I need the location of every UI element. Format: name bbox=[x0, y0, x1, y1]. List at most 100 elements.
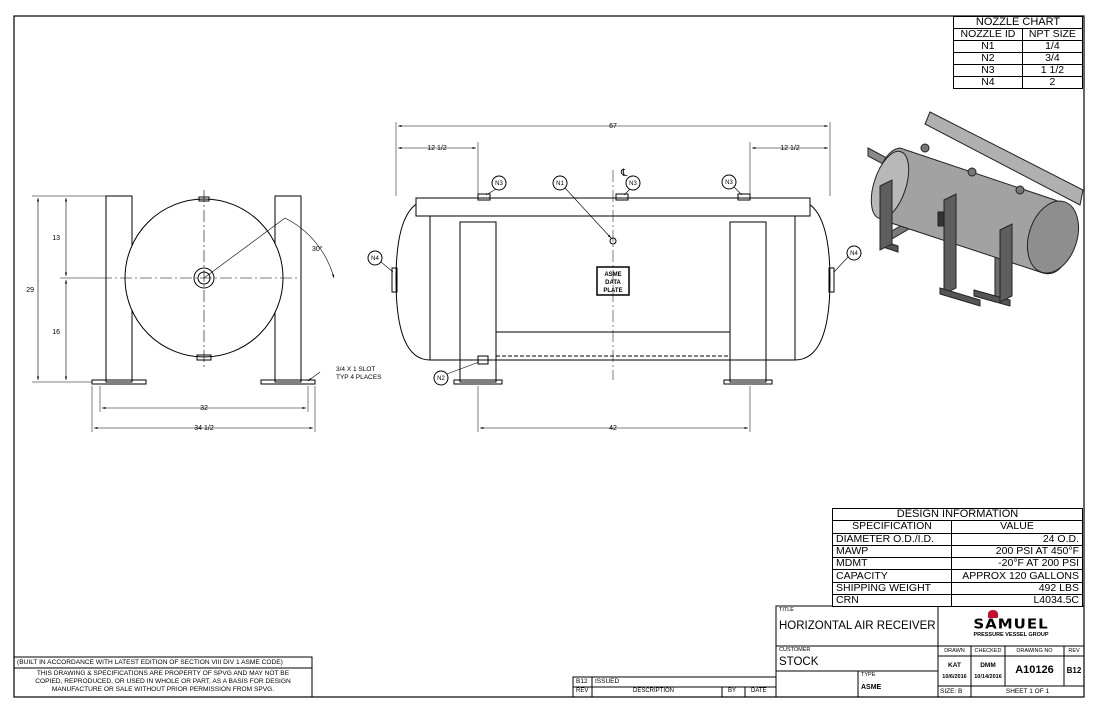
design-information-table: DESIGN INFORMATION SPECIFICATION VALUE D… bbox=[832, 507, 1083, 608]
design-info-title: DESIGN INFORMATION bbox=[832, 507, 1083, 522]
design-spec: MAWP bbox=[832, 544, 952, 559]
property-note-line1: THIS DRAWING & SPECIFICATIONS ARE PROPER… bbox=[36, 670, 290, 677]
revision-header-description: DESCRIPTION bbox=[633, 688, 675, 694]
title-label: TITLE bbox=[779, 607, 794, 613]
asme-plate-line1: ASME bbox=[604, 272, 621, 278]
front-view bbox=[367, 122, 862, 432]
dim-side-height-bottom: 16 bbox=[52, 329, 60, 336]
asme-plate-line2: DATA bbox=[605, 280, 621, 286]
design-spec: SHIPPING WEIGHT bbox=[832, 581, 952, 596]
revision-rev: B12 bbox=[576, 678, 588, 685]
property-note-line2: COPIED, REPRODUCED, OR USED IN WHOLE OR … bbox=[35, 678, 291, 685]
tag-n4-left: N4 bbox=[371, 256, 379, 262]
checked-label: CHECKED bbox=[974, 648, 1002, 654]
tag-n3-right: N3 bbox=[725, 180, 733, 186]
dim-side-angle: 30° bbox=[312, 245, 323, 253]
drawing-title: HORIZONTAL AIR RECEIVER bbox=[779, 620, 936, 632]
revision-description: ISSUED bbox=[595, 678, 620, 685]
design-row: DIAMETER O.D./I.D.24 O.D. bbox=[832, 532, 1083, 546]
drawn-date: 10/6/2016 bbox=[942, 674, 967, 680]
dim-side-height-top: 13 bbox=[52, 235, 60, 242]
type-label: TYPE bbox=[861, 672, 876, 678]
design-row: MDMT-20°F AT 200 PSI bbox=[832, 557, 1083, 571]
isometric-view bbox=[867, 111, 1084, 307]
design-value: 24 O.D. bbox=[951, 532, 1083, 546]
logo-subtitle: PRESSURE VESSEL GROUP bbox=[973, 632, 1049, 638]
revision-block: B12 ISSUED REV DESCRIPTION BY DATE bbox=[573, 677, 776, 697]
rev-label: REV bbox=[1068, 648, 1080, 654]
side-view bbox=[32, 190, 335, 432]
dim-side-width-inner: 32 bbox=[200, 405, 208, 412]
nozzle-chart-header-size: NPT SIZE bbox=[1021, 28, 1084, 41]
sheet-size: SIZE: B bbox=[940, 688, 963, 695]
tag-n2: N2 bbox=[437, 376, 445, 382]
design-value: 200 PSI AT 450°F bbox=[951, 544, 1083, 559]
design-spec: CRN bbox=[832, 594, 952, 608]
tag-n1: N1 bbox=[556, 181, 564, 187]
slot-note-line1: 3/4 X 1 SLOT bbox=[336, 366, 375, 373]
dim-side-width-outer: 34 1/2 bbox=[194, 425, 214, 432]
nozzle-tags: N3 N1 N3 N3 N4 N4 N2 bbox=[371, 180, 858, 382]
design-spec: MDMT bbox=[832, 557, 952, 571]
dim-front-length: 67 bbox=[609, 123, 617, 130]
sheet-border bbox=[13, 15, 1085, 698]
design-info-header-spec: SPECIFICATION bbox=[832, 520, 952, 534]
logo-text: SAMUEL bbox=[973, 615, 1049, 633]
customer-value: STOCK bbox=[779, 656, 819, 668]
drawing-number: A10126 bbox=[1015, 664, 1054, 676]
nozzle-chart-header-id: NOZZLE ID bbox=[953, 28, 1023, 41]
design-spec: DIAMETER O.D./I.D. bbox=[832, 532, 952, 546]
logo-mark-icon bbox=[988, 610, 998, 618]
nozzle-id: N3 bbox=[953, 64, 1023, 77]
slot-note-line2: TYP 4 PLACES bbox=[336, 374, 382, 381]
design-info-header-value: VALUE bbox=[951, 520, 1083, 534]
revision-header-date: DATE bbox=[751, 688, 767, 694]
design-value: 492 LBS bbox=[951, 581, 1083, 596]
nozzle-id: N2 bbox=[953, 52, 1023, 65]
checked-by: DMM bbox=[980, 662, 996, 669]
design-value: -20°F AT 200 PSI bbox=[951, 557, 1083, 571]
property-note: THIS DRAWING & SPECIFICATIONS ARE PROPER… bbox=[14, 670, 312, 694]
dim-front-left-offset: 12 1/2 bbox=[427, 145, 447, 152]
tag-n3-mid: N3 bbox=[629, 181, 637, 187]
design-value: APPROX 120 GALLONS bbox=[951, 569, 1083, 583]
tag-n4-right: N4 bbox=[850, 251, 858, 257]
dimension-labels: 13 29 16 30° 32 34 1/2 67 12 1/2 12 1/2 … bbox=[26, 123, 800, 432]
drawing-no-label: DRAWING NO bbox=[1016, 648, 1053, 654]
nozzle-chart-title: NOZZLE CHART bbox=[953, 16, 1083, 29]
nozzle-size: 2 bbox=[1021, 76, 1084, 89]
centerline-mark: ℄ bbox=[620, 168, 628, 179]
dim-front-right-offset: 12 1/2 bbox=[780, 145, 800, 152]
dim-side-height-total: 29 bbox=[26, 287, 34, 294]
sheet-number: SHEET 1 OF 1 bbox=[1005, 688, 1050, 695]
asme-data-plate: ASME DATA PLATE bbox=[603, 272, 622, 294]
company-logo: SAMUEL PRESSURE VESSEL GROUP bbox=[940, 608, 1082, 644]
revision-header-by: BY bbox=[728, 688, 737, 694]
drawn-by: KAT bbox=[948, 662, 961, 669]
tag-n3-left: N3 bbox=[495, 181, 503, 187]
code-note: (BUILT IN ACCORDANCE WITH LATEST EDITION… bbox=[17, 659, 283, 666]
type-value: ASME bbox=[861, 684, 882, 691]
revision-header-rev: REV bbox=[576, 688, 589, 694]
property-note-line3: MANUFACTURE OR SALE WITHOUT PRIOR PERMIS… bbox=[51, 686, 275, 693]
nozzle-size: 1 1/2 bbox=[1021, 64, 1084, 77]
nozzle-id: N1 bbox=[953, 40, 1023, 53]
drawn-label: DRAWN bbox=[944, 648, 965, 654]
dim-front-support-span: 42 bbox=[609, 425, 617, 432]
checked-date: 10/14/2016 bbox=[974, 674, 1002, 680]
design-spec: CAPACITY bbox=[832, 569, 952, 583]
nozzle-size: 1/4 bbox=[1021, 40, 1084, 53]
asme-plate-line3: PLATE bbox=[603, 288, 622, 294]
nozzle-size: 3/4 bbox=[1021, 52, 1084, 65]
rev-value: B12 bbox=[1066, 666, 1082, 675]
